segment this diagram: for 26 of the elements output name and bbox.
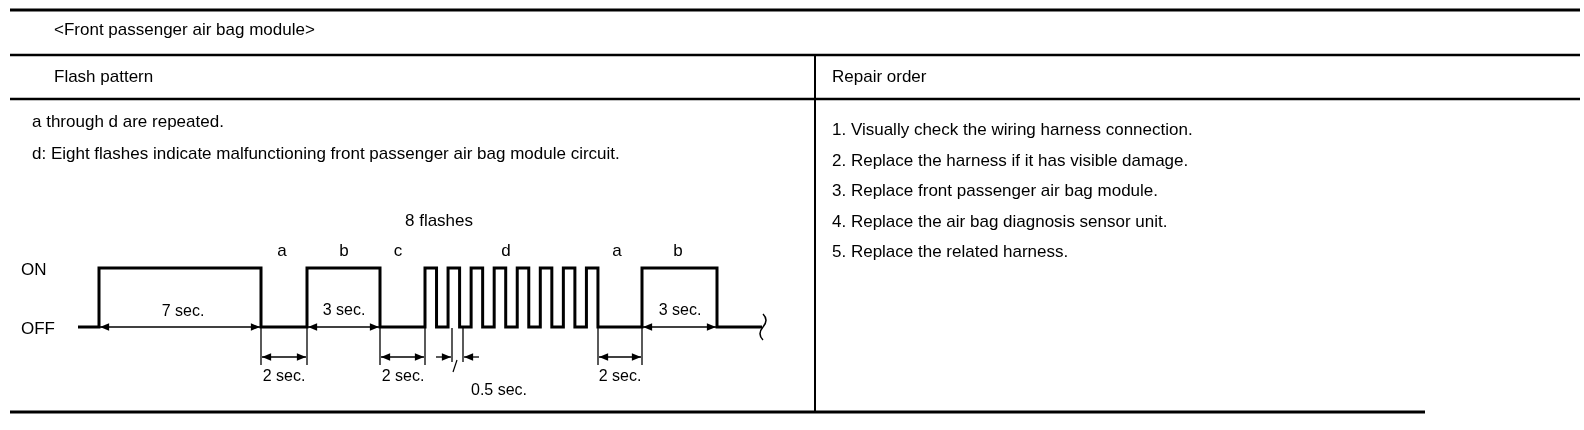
step-text: 3. Replace front passenger air bag module. [832, 181, 1159, 201]
duration-label: 2 sec. [598, 367, 642, 384]
note-text: a through d are repeated. [32, 112, 224, 132]
duration-label: 2 sec. [262, 367, 306, 384]
level-label: ON [21, 260, 47, 280]
column-header: Flash pattern [54, 67, 154, 87]
table-title: <Front passenger air bag module> [54, 20, 315, 40]
column-header: Repair order [832, 67, 927, 87]
step-text: 5. Replace the related harness. [832, 242, 1069, 262]
duration-label: 3 sec. [322, 301, 366, 318]
timing-label: a [612, 241, 622, 261]
note-text: d: Eight flashes indicate malfunctioning front passenger air bag module circuit. [32, 143, 621, 165]
step-text: 2. Replace the harness if it has visible damage. [832, 150, 1189, 171]
timing-label: d [501, 241, 511, 261]
duration-label: 7 sec. [161, 302, 205, 319]
timing-label: c [393, 241, 403, 261]
step-text: 4. Replace the air bag diagnosis sensor unit. [832, 211, 1168, 232]
duration-label: 0.5 sec. [471, 381, 527, 398]
level-label: OFF [21, 319, 55, 339]
timing-label: a [277, 241, 287, 261]
step-text: 1. Visually check the wiring harness connection. [832, 120, 1193, 140]
timing-label: b [673, 241, 683, 261]
timing-label: b [339, 241, 349, 261]
timing-label: 8 flashes [405, 211, 473, 231]
duration-label: 2 sec. [381, 367, 425, 384]
duration-label: 3 sec. [658, 301, 702, 318]
